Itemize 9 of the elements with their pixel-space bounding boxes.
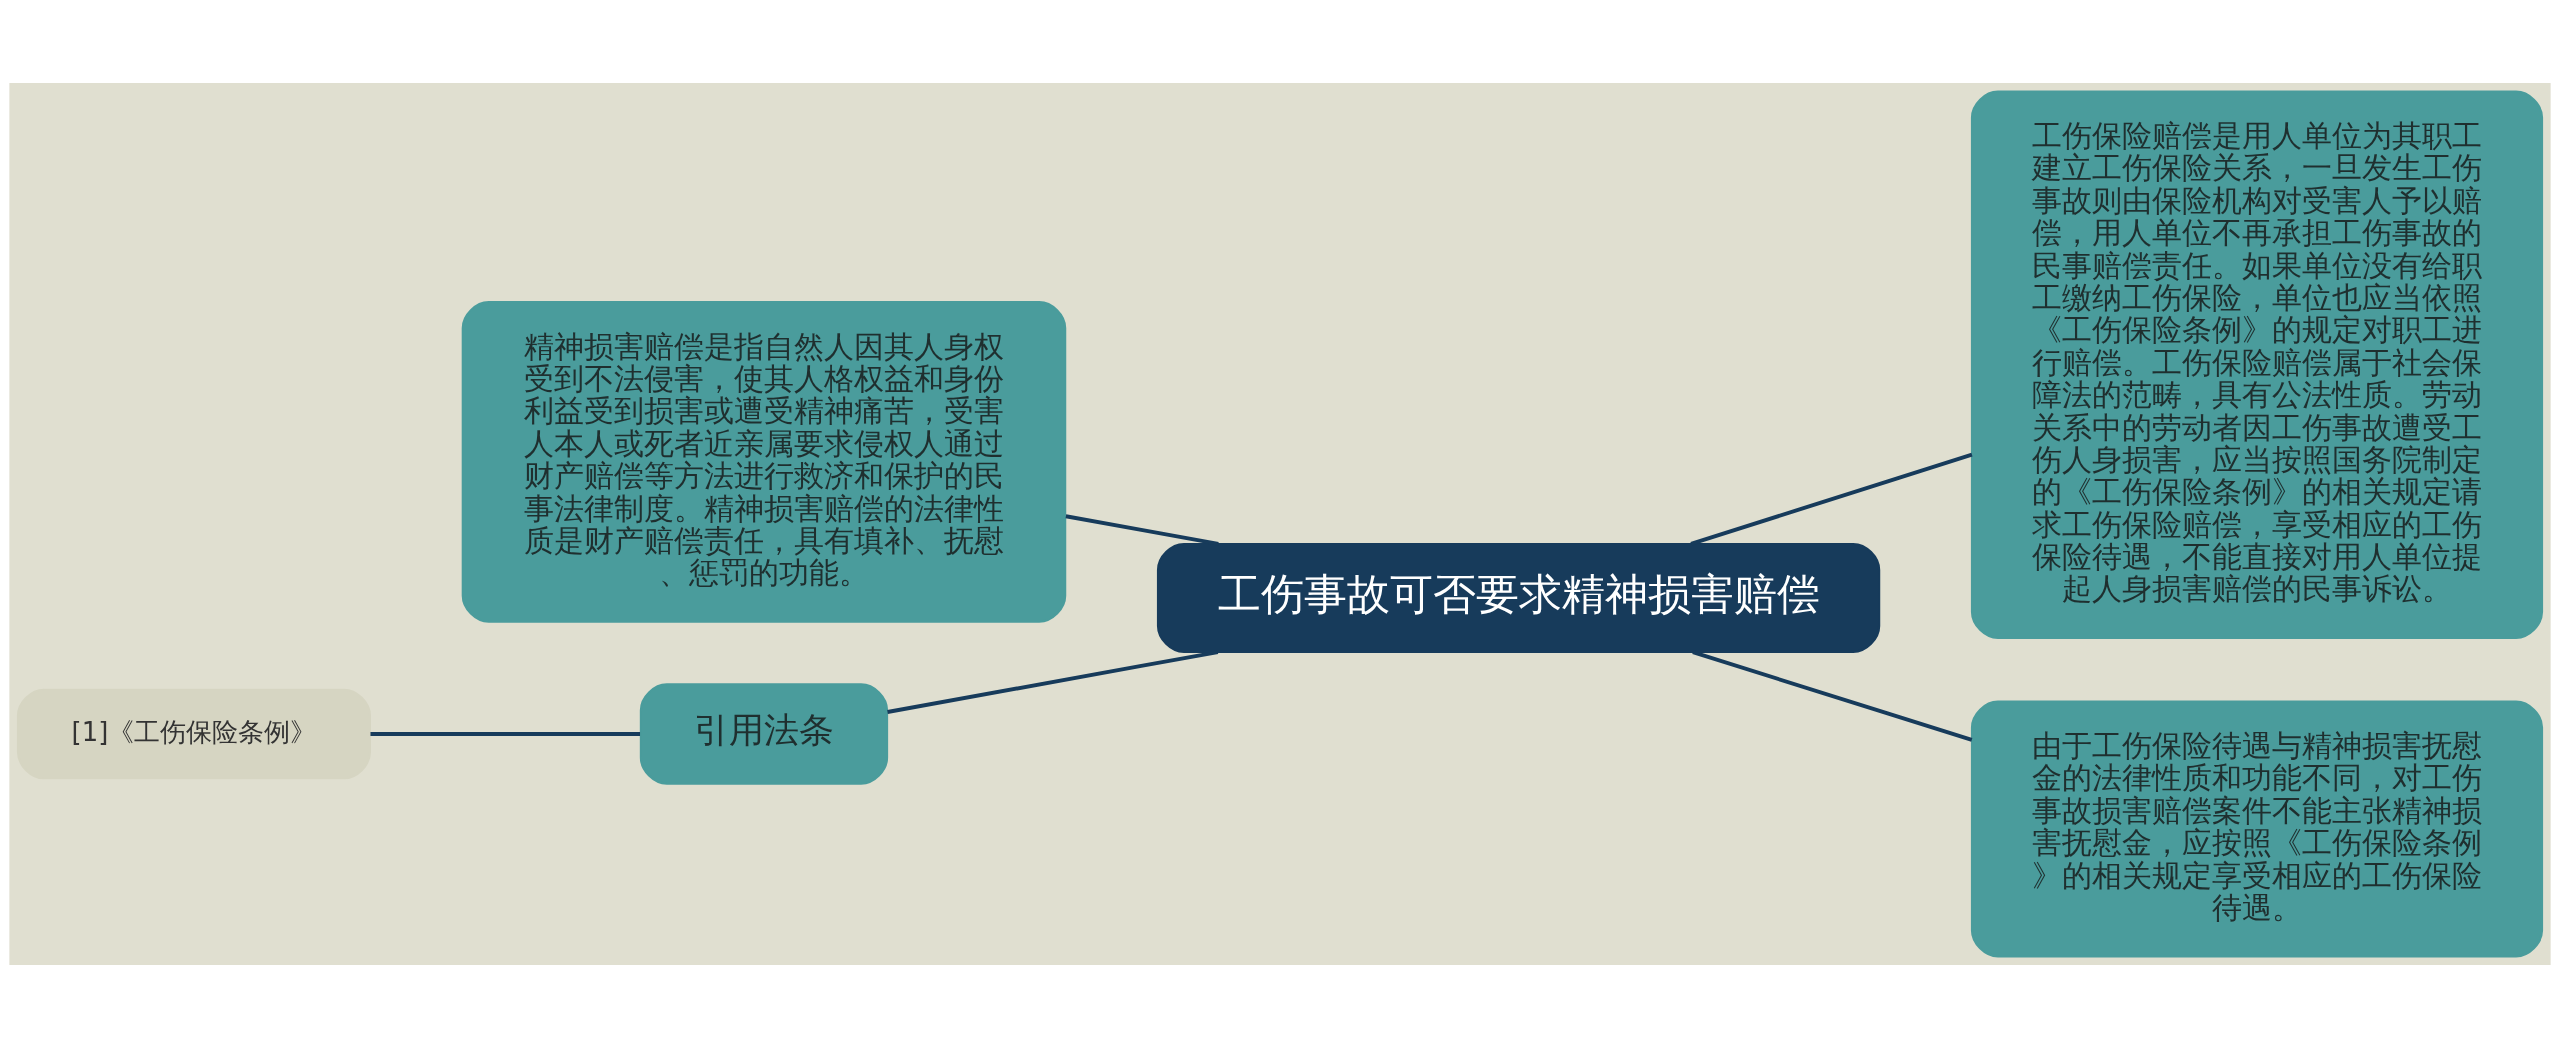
- connector: [1065, 513, 1219, 546]
- node-box: 引用法条: [639, 682, 889, 785]
- node-box: 由于工伤保险待遇与精神损害抚慰金的法律性质和功能不同，对工伤事故损害赔偿案件不能主张精神损害抚慰金，应按照《工伤保险条例》的相关规定享受相应的工伤保险待遇。: [1970, 700, 2544, 957]
- node-box: 工伤事故可否要求精神损害赔偿: [1156, 542, 1881, 653]
- connector: [370, 731, 641, 736]
- connector: [1690, 452, 1973, 546]
- node-box: 精神损害赔偿是指自然人因其人身权受到不法侵害，使其人格权益和身份利益受到损害或遭受精神痛苦，受害人本人或死者近亲属要求侵权人通过财产赔偿等方法进行救济和保护的民事法律制度。精神损害赔偿的法律性质是财产赔偿责任，具有填补、抚慰、惩罚的功能。: [461, 300, 1067, 623]
- node-box: 工伤保险赔偿是用人单位为其职工建立工伤保险关系，一旦发生工伤事故则由保险机构对受害人予以赔偿，用人单位不再承担工伤事故的民事赔偿责任。如果单位没有给职工缴纳工伤保险，单位也应当依照《工伤保险条例》的规定对职工进行赔偿。工伤保险赔偿属于社会保障法的范畴，具有公法性质。劳动关系中的劳动者因工伤事故遭受工伤人身损害，应当按照国务院制定的《工伤保险条例》的相关规定请求工伤保险赔偿，享受相应的工伤保险待遇，不能直接对用人单位提起人身损害赔偿的民事诉讼。: [1970, 90, 2544, 639]
- node-box: [1]《工伤保险条例》: [16, 688, 371, 779]
